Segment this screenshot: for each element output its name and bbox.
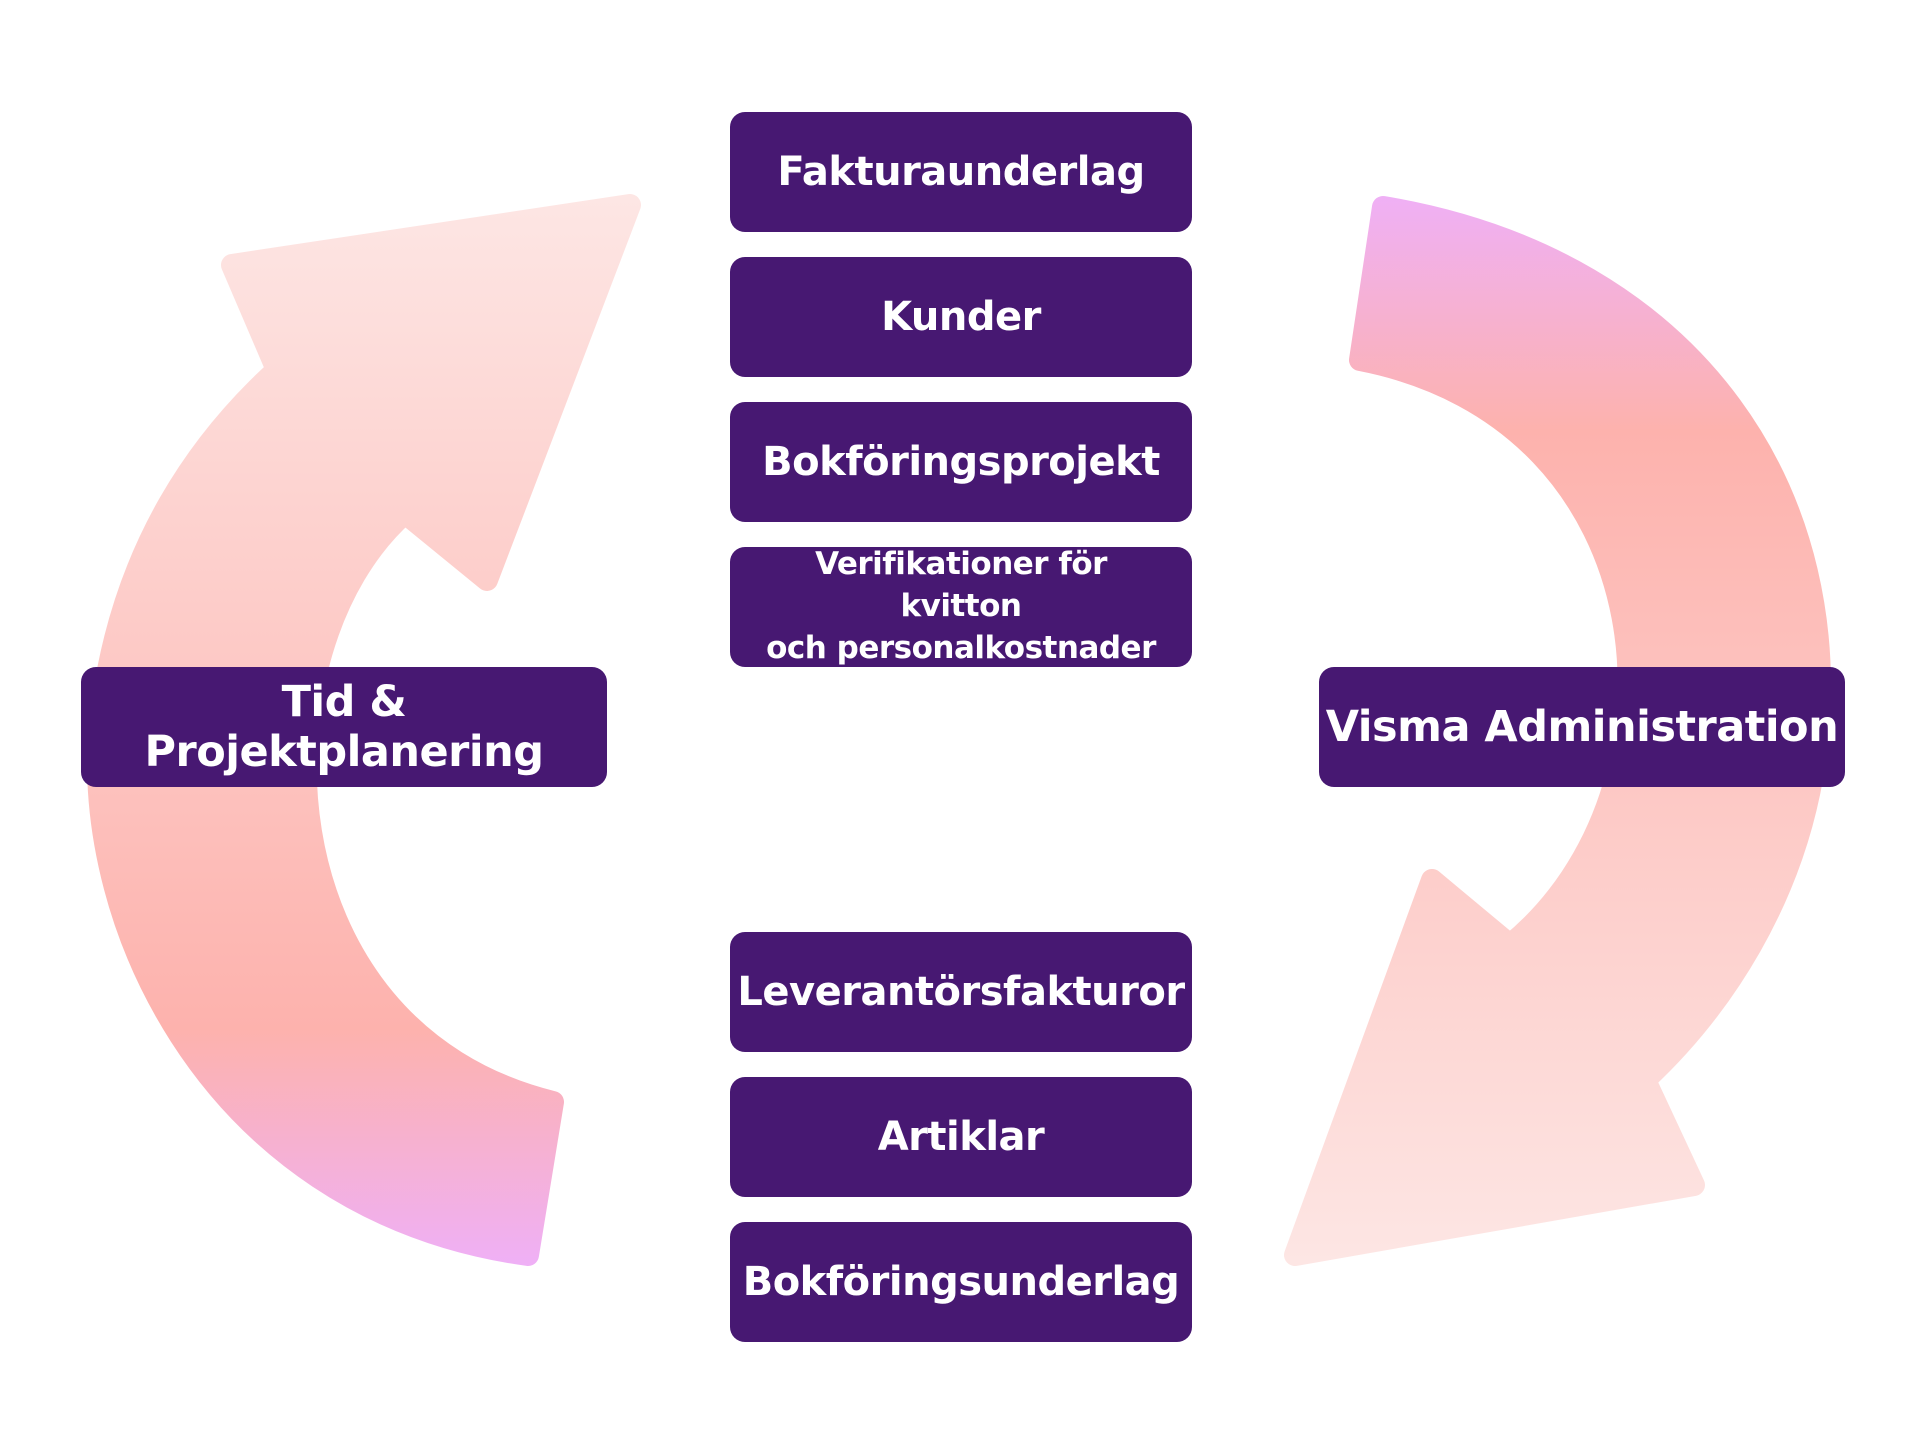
data-box-label-multiline: Verifikationer för kvitton och personalk… [754,544,1168,670]
data-box-label: Fakturaunderlag [777,149,1145,195]
data-box-label: Bokföringsunderlag [742,1259,1180,1305]
data-box-label: Artiklar [877,1114,1045,1160]
data-box-artiklar: Artiklar [730,1077,1192,1197]
data-box-label: Kunder [881,294,1041,340]
data-box-label-line-1: Verifikationer för kvitton [815,546,1107,625]
data-box-fakturaunderlag: Fakturaunderlag [730,112,1192,232]
data-box-kunder: Kunder [730,257,1192,377]
system-box-visma-administration: Visma Administration [1319,667,1845,787]
data-box-label-line-2: och personalkostnader [766,629,1156,666]
system-box-tid-projektplanering: Tid & Projektplanering [81,667,607,787]
data-box-leverantorsfakturor: Leverantörsfakturor [730,932,1192,1052]
curved-arrow-down-left-icon [1284,196,1831,1266]
data-box-label: Bokföringsprojekt [762,439,1160,485]
data-box-bokforingsprojekt: Bokföringsprojekt [730,402,1192,522]
system-label-left: Tid & Projektplanering [144,677,544,777]
data-box-verifikationer: Verifikationer för kvitton och personalk… [730,544,1192,670]
data-box-bokforingsunderlag: Bokföringsunderlag [730,1222,1192,1342]
data-box-label: Leverantörsfakturor [737,969,1185,1015]
system-label-right: Visma Administration [1325,702,1839,752]
